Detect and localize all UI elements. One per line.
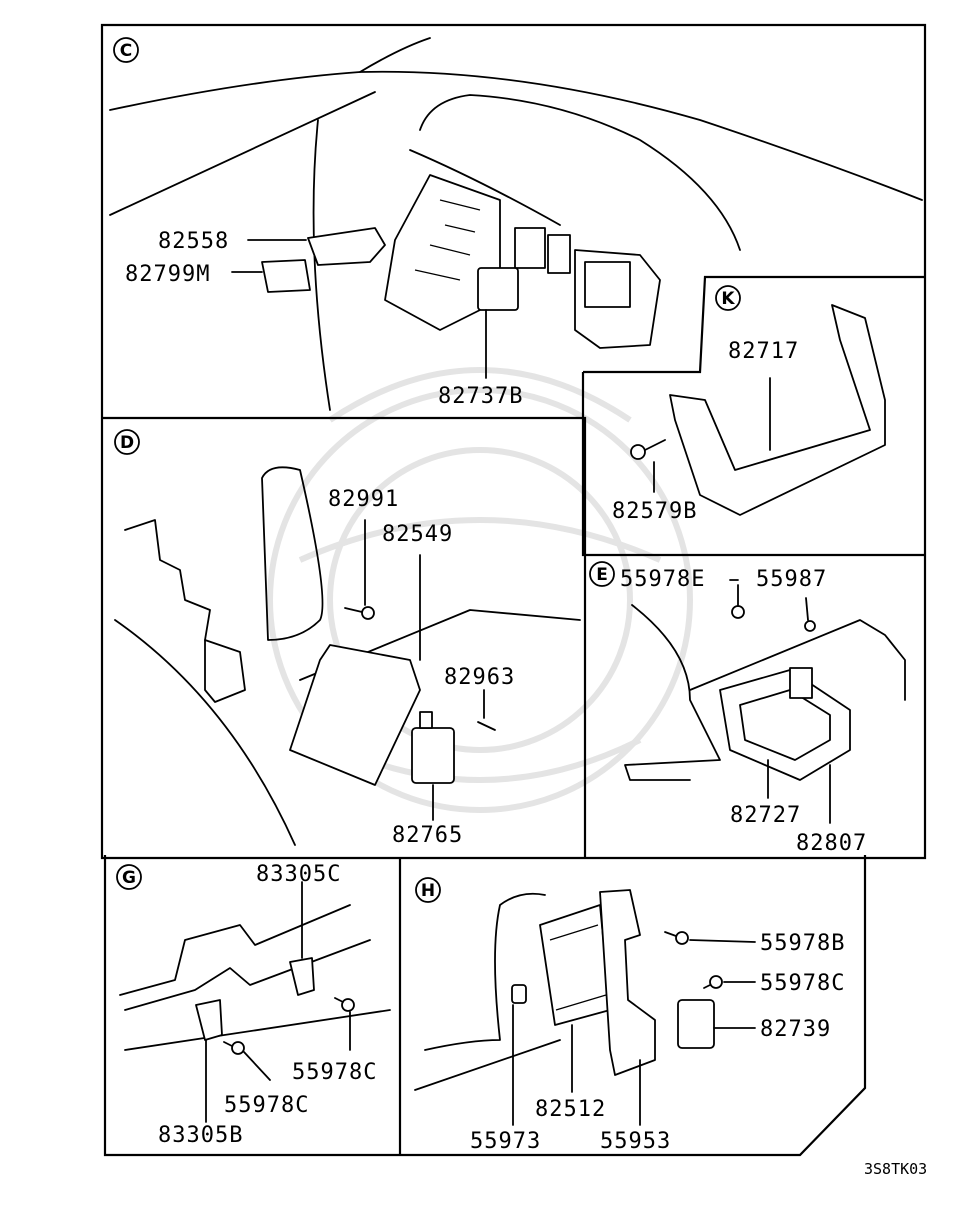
label-55987: 55987 bbox=[756, 567, 827, 592]
label-55978c-g2: 55978C bbox=[224, 1093, 309, 1118]
label-55973: 55973 bbox=[470, 1129, 541, 1154]
label-82737b: 82737B bbox=[438, 384, 523, 409]
label-82739: 82739 bbox=[760, 1017, 831, 1042]
diagram-reference-code: 3S8TK03 bbox=[864, 1160, 927, 1178]
label-82765: 82765 bbox=[392, 823, 463, 848]
label-82717: 82717 bbox=[728, 339, 799, 364]
label-82558: 82558 bbox=[158, 229, 229, 254]
section-c-letter: C bbox=[120, 41, 132, 61]
label-82991: 82991 bbox=[328, 487, 399, 512]
label-55953: 55953 bbox=[600, 1129, 671, 1154]
section-e: E 55978E 55987 82727 82807 bbox=[589, 561, 906, 856]
section-e-letter: E bbox=[596, 565, 608, 585]
label-82549: 82549 bbox=[382, 522, 453, 547]
label-83305b: 83305B bbox=[158, 1123, 243, 1148]
label-83305c-g: 83305C bbox=[256, 862, 341, 887]
label-82727: 82727 bbox=[730, 803, 801, 828]
section-k-letter: K bbox=[721, 289, 735, 309]
label-55978c-g1: 55978C bbox=[292, 1060, 377, 1085]
section-k: K 82717 82579B bbox=[612, 285, 886, 524]
section-frames bbox=[100, 23, 927, 1157]
label-55978c-h: 55978C bbox=[760, 971, 845, 996]
label-82963: 82963 bbox=[444, 665, 515, 690]
section-h-letter: H bbox=[421, 881, 435, 901]
section-c: C 82558 82799M 82737B bbox=[109, 37, 923, 411]
section-g-letter: G bbox=[122, 868, 136, 888]
watermark-emblem bbox=[267, 367, 693, 813]
label-55978b: 55978B bbox=[760, 931, 845, 956]
label-82807: 82807 bbox=[796, 831, 867, 856]
section-g: G 83305C 55978C 55978C 83305B bbox=[116, 862, 391, 1148]
label-82512: 82512 bbox=[535, 1097, 606, 1122]
label-82799m: 82799M bbox=[125, 262, 210, 287]
section-d: D 82991 82549 82963 82765 bbox=[114, 429, 581, 848]
section-h: H 55978B 55978C 82739 82512 55973 55953 bbox=[414, 877, 845, 1154]
label-82579b: 82579B bbox=[612, 499, 697, 524]
label-55978e: 55978E bbox=[620, 567, 705, 592]
section-d-letter: D bbox=[120, 433, 134, 453]
